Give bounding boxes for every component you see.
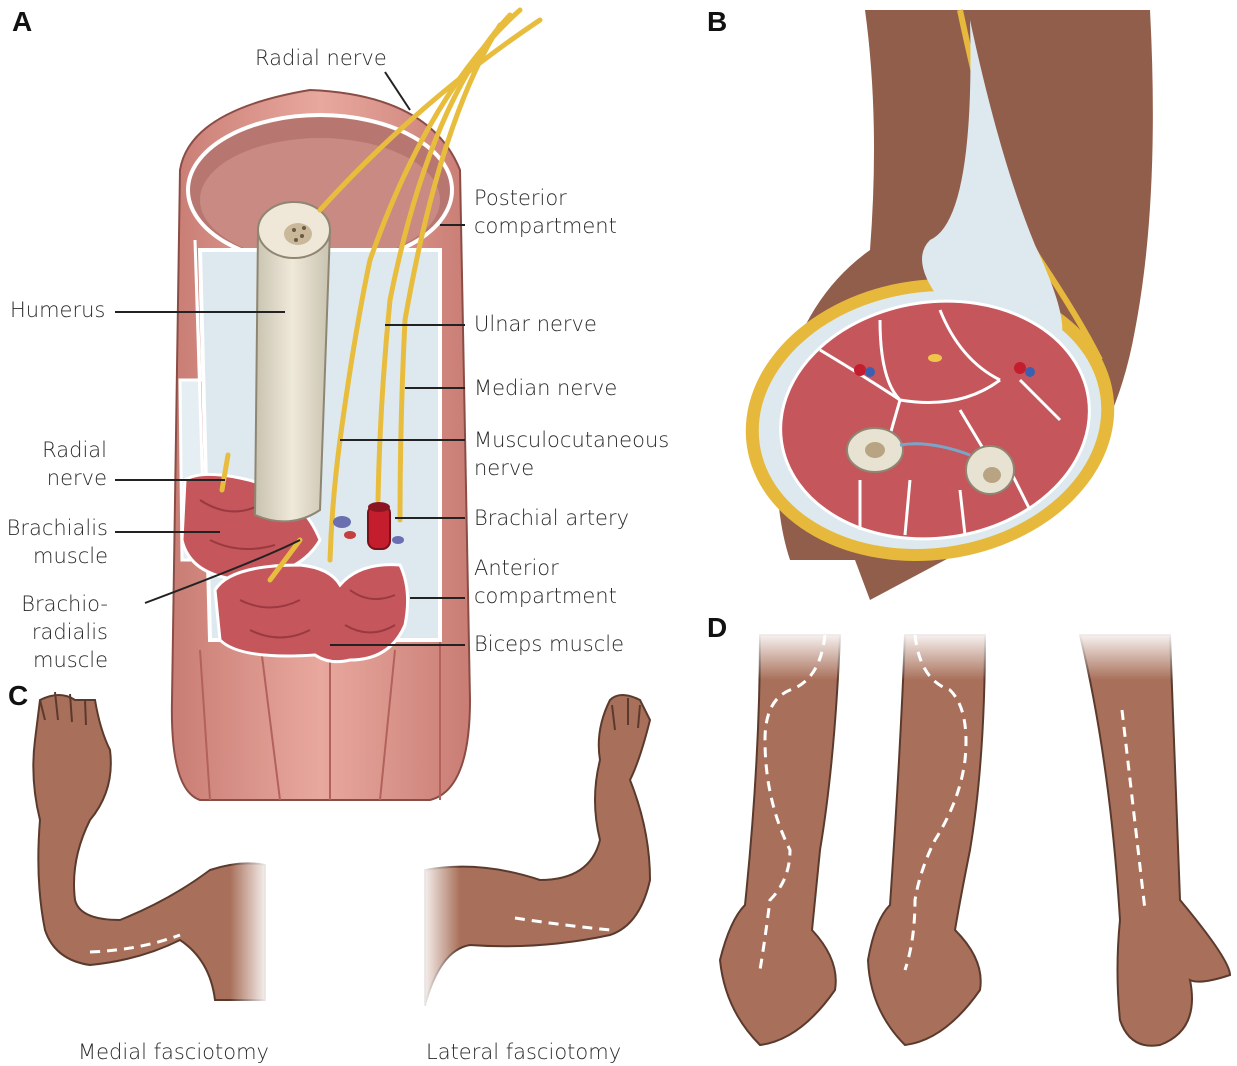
forearm-3 [1080,635,1230,1046]
label-ulnar-nerve: Ulnar nerve [474,310,597,338]
label-brachialis-muscle: Brachialis muscle [5,514,108,570]
panel-b-illustration [727,10,1153,600]
label-brachial-artery: Brachial artery [474,504,629,532]
forearm-1 [720,635,840,1045]
label-posterior-compartment: Posterior compartment [474,184,617,240]
biceps-muscle [215,565,408,662]
humerus-bone [255,230,330,521]
label-anterior-compartment: Anterior compartment [474,554,617,610]
label-musculocutaneous-nerve: Musculocutaneous nerve [474,426,669,482]
panel-a-illustration [172,10,540,800]
panel-label-a: A [12,6,32,38]
label-median-nerve: Median nerve [474,374,617,402]
caption-lateral-fasciotomy: Lateral fasciotomy [426,1038,621,1066]
panel-label-d: D [707,612,727,644]
panel-label-b: B [707,6,727,38]
caption-medial-fasciotomy: Medial fasciotomy [78,1038,269,1066]
panel-d-illustration [720,630,1237,1046]
label-radial-nerve-left: Radial nerve [20,436,107,492]
label-radial-nerve-top: Radial nerve [255,44,387,72]
label-biceps-muscle: Biceps muscle [474,630,624,658]
label-humerus: Humerus [10,296,105,324]
label-brachioradialis-muscle: Brachio- radialis muscle [5,590,108,674]
forearm-2 [868,635,985,1045]
panel-label-c: C [8,680,28,712]
